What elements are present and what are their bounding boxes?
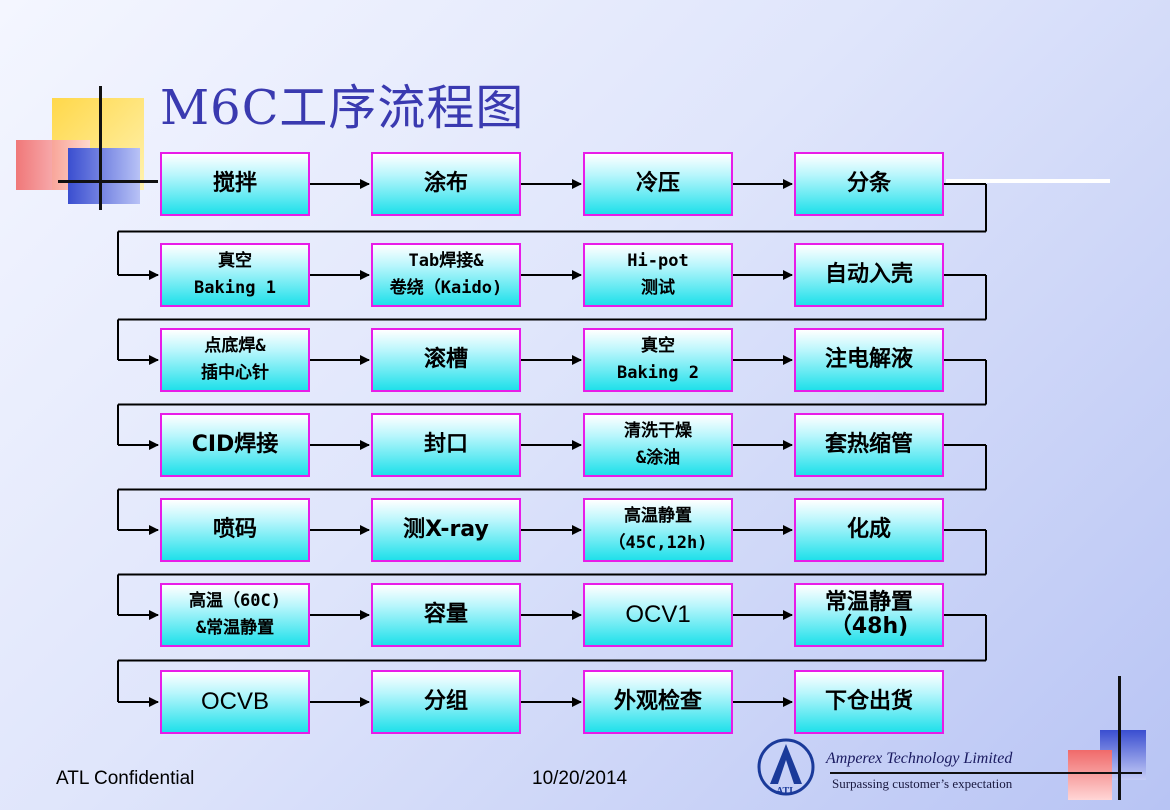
process-step: Tab焊接&卷绕（Kaido): [371, 243, 521, 307]
process-step: 外观检查: [583, 670, 733, 734]
process-step-label: 真空: [218, 251, 252, 272]
process-step: Hi-pot 测试: [583, 243, 733, 307]
footer-date: 10/20/2014: [532, 768, 628, 789]
process-step-label: 分条: [846, 170, 891, 196]
process-step-label: 喷码: [212, 516, 257, 542]
process-step-label: 测试: [641, 278, 675, 298]
process-step-label: OCV1: [625, 600, 691, 628]
process-step-label: 自动入壳: [824, 261, 913, 287]
deco-vertical-line: [99, 86, 102, 210]
process-step-label: 点底焊&: [204, 336, 266, 357]
process-step-label: 涂布: [423, 170, 468, 196]
process-step-label: Hi-pot: [627, 251, 689, 272]
process-step-label: 搅拌: [212, 170, 257, 196]
process-step: 封口: [371, 413, 521, 477]
process-step: 容量: [371, 583, 521, 647]
process-step: 自动入壳: [794, 243, 944, 307]
page-title: M6C工序流程图: [160, 80, 525, 136]
process-step-label: 注电解液: [824, 346, 913, 372]
process-step: 测X-ray: [371, 498, 521, 562]
process-step: CID焊接: [160, 413, 310, 477]
deco-horizontal-line-br: [830, 772, 1142, 774]
process-step-label: 真空: [641, 336, 675, 357]
process-step-label: 化成: [846, 516, 891, 542]
process-step-label: 清洗干燥: [624, 421, 692, 442]
process-step: 点底焊&插中心针: [160, 328, 310, 392]
company-name: Amperex Technology Limited: [826, 750, 1013, 767]
process-step: 分条: [794, 152, 944, 216]
process-step-label: OCVB: [200, 687, 269, 715]
process-step-label: 高温静置: [624, 506, 692, 527]
atl-logo-icon: ATL: [757, 738, 815, 796]
company-slogan: Surpassing customer’s expectation: [832, 776, 1013, 791]
process-step-label: 套热缩管: [824, 431, 913, 457]
process-step-label: 高温（60C): [189, 591, 281, 612]
process-step-label: 滚槽: [423, 346, 468, 372]
process-step-label: &涂油: [635, 448, 681, 468]
process-step-label: 卷绕（Kaido): [389, 278, 503, 298]
process-step: 常温静置（48h): [794, 583, 944, 647]
process-step: 注电解液: [794, 328, 944, 392]
process-step-label: Tab焊接&: [408, 251, 484, 272]
process-step-label: 分组: [423, 688, 468, 714]
process-step: 套热缩管: [794, 413, 944, 477]
process-step: 下仓出货: [794, 670, 944, 734]
process-step-label: Baking 2: [617, 363, 699, 383]
process-step: 滚槽: [371, 328, 521, 392]
process-step-label: 冷压: [635, 170, 680, 196]
process-step-label: 插中心针: [201, 363, 269, 383]
process-step: 化成: [794, 498, 944, 562]
process-step-label: 外观检查: [613, 688, 702, 714]
process-step: 真空 Baking 2: [583, 328, 733, 392]
logo-text: ATL: [776, 786, 796, 796]
process-step-label: 下仓出货: [824, 688, 913, 714]
deco-vertical-line-br: [1118, 676, 1121, 800]
process-step: 搅拌: [160, 152, 310, 216]
process-step-label: CID焊接: [191, 431, 279, 457]
process-step: 涂布: [371, 152, 521, 216]
process-step: 冷压: [583, 152, 733, 216]
process-step: 喷码: [160, 498, 310, 562]
deco-red-block-br: [1068, 750, 1112, 800]
deco-blue-block: [68, 148, 140, 204]
process-step-label: （48h): [829, 614, 909, 639]
process-step-label: Baking 1: [194, 278, 276, 298]
process-step-label: （45C,12h): [608, 533, 708, 553]
process-step-label: &常温静置: [195, 618, 275, 638]
process-step: 高温（60C) &常温静置: [160, 583, 310, 647]
process-step-label: 常温静置: [824, 589, 913, 615]
process-step: 分组: [371, 670, 521, 734]
process-step: OCVB: [160, 670, 310, 734]
process-step-label: 封口: [423, 431, 468, 457]
footer-confidential: ATL Confidential: [56, 768, 195, 789]
deco-white-rule: [946, 179, 1110, 183]
process-step: 高温静置 （45C,12h): [583, 498, 733, 562]
deco-horizontal-line: [58, 180, 158, 183]
process-step: 真空 Baking 1: [160, 243, 310, 307]
process-step: OCV1: [583, 583, 733, 647]
process-step: 清洗干燥&涂油: [583, 413, 733, 477]
process-step-label: 容量: [423, 601, 468, 627]
process-step-label: 测X-ray: [403, 516, 489, 542]
